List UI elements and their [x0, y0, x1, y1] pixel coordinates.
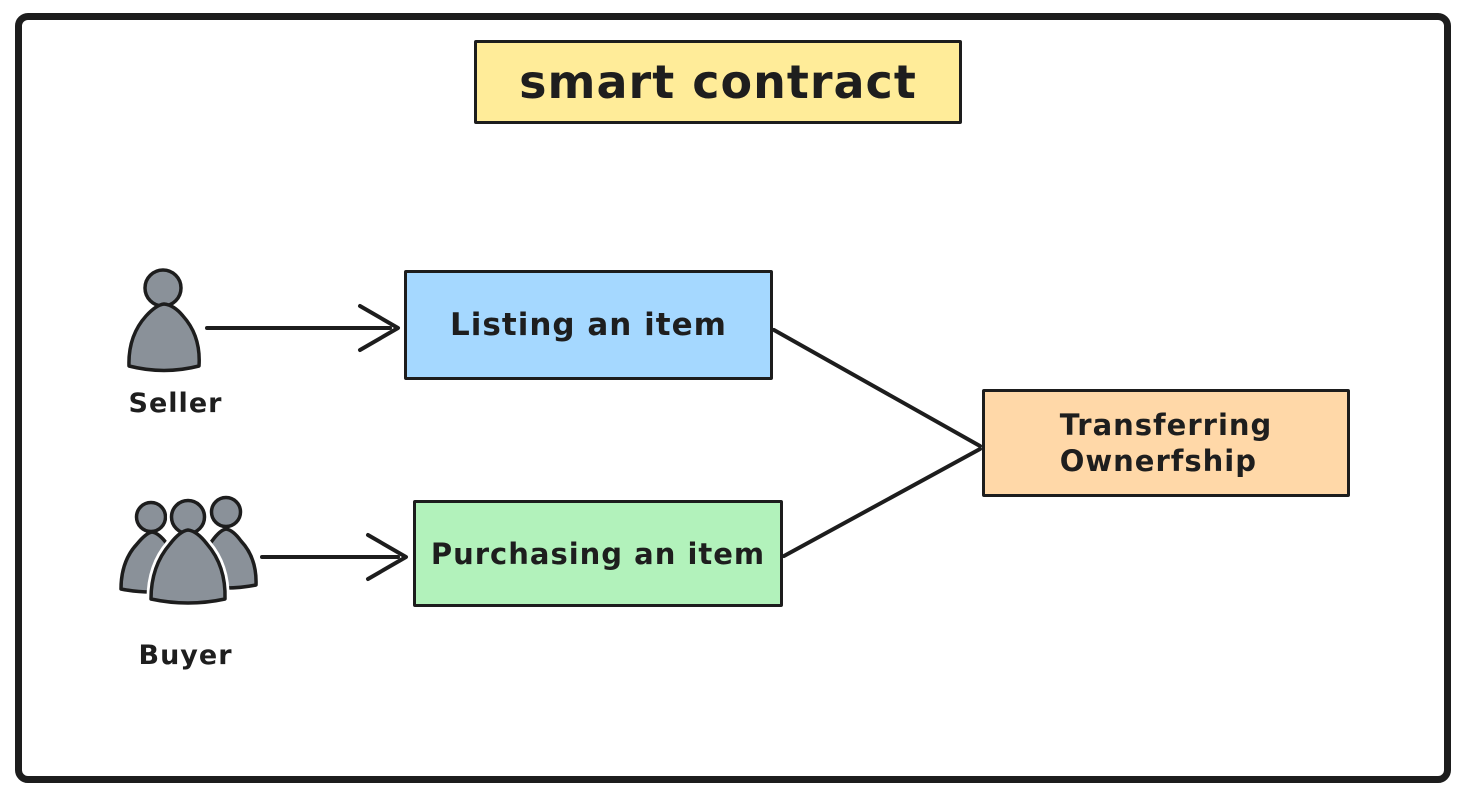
person-icon	[127, 268, 201, 373]
node-purchasing-an-item: Purchasing an item	[413, 500, 783, 607]
transferring-label: Transferring Ownerfship	[1060, 407, 1273, 480]
transferring-label-line1: Transferring	[1059, 407, 1273, 442]
listing-label: Listing an item	[450, 307, 727, 343]
node-transferring-ownership: Transferring Ownerfship	[982, 389, 1350, 497]
purchasing-to-transferring-line	[782, 447, 982, 558]
listing-to-transferring-line	[772, 328, 982, 448]
transferring-label-line2: Ownerfship	[1059, 444, 1257, 478]
people-group-icon	[119, 495, 258, 608]
purchasing-label: Purchasing an item	[430, 536, 766, 571]
title-box: smart contract	[474, 40, 962, 124]
seller-label: Seller	[128, 388, 223, 419]
seller-to-listing-arrow	[205, 304, 400, 352]
node-listing-an-item: Listing an item	[404, 270, 773, 380]
title-label: smart contract	[519, 55, 917, 109]
buyer-to-purchasing-arrow	[260, 533, 408, 581]
diagram-outer-border	[15, 13, 1451, 783]
buyer-label: Buyer	[138, 640, 233, 671]
